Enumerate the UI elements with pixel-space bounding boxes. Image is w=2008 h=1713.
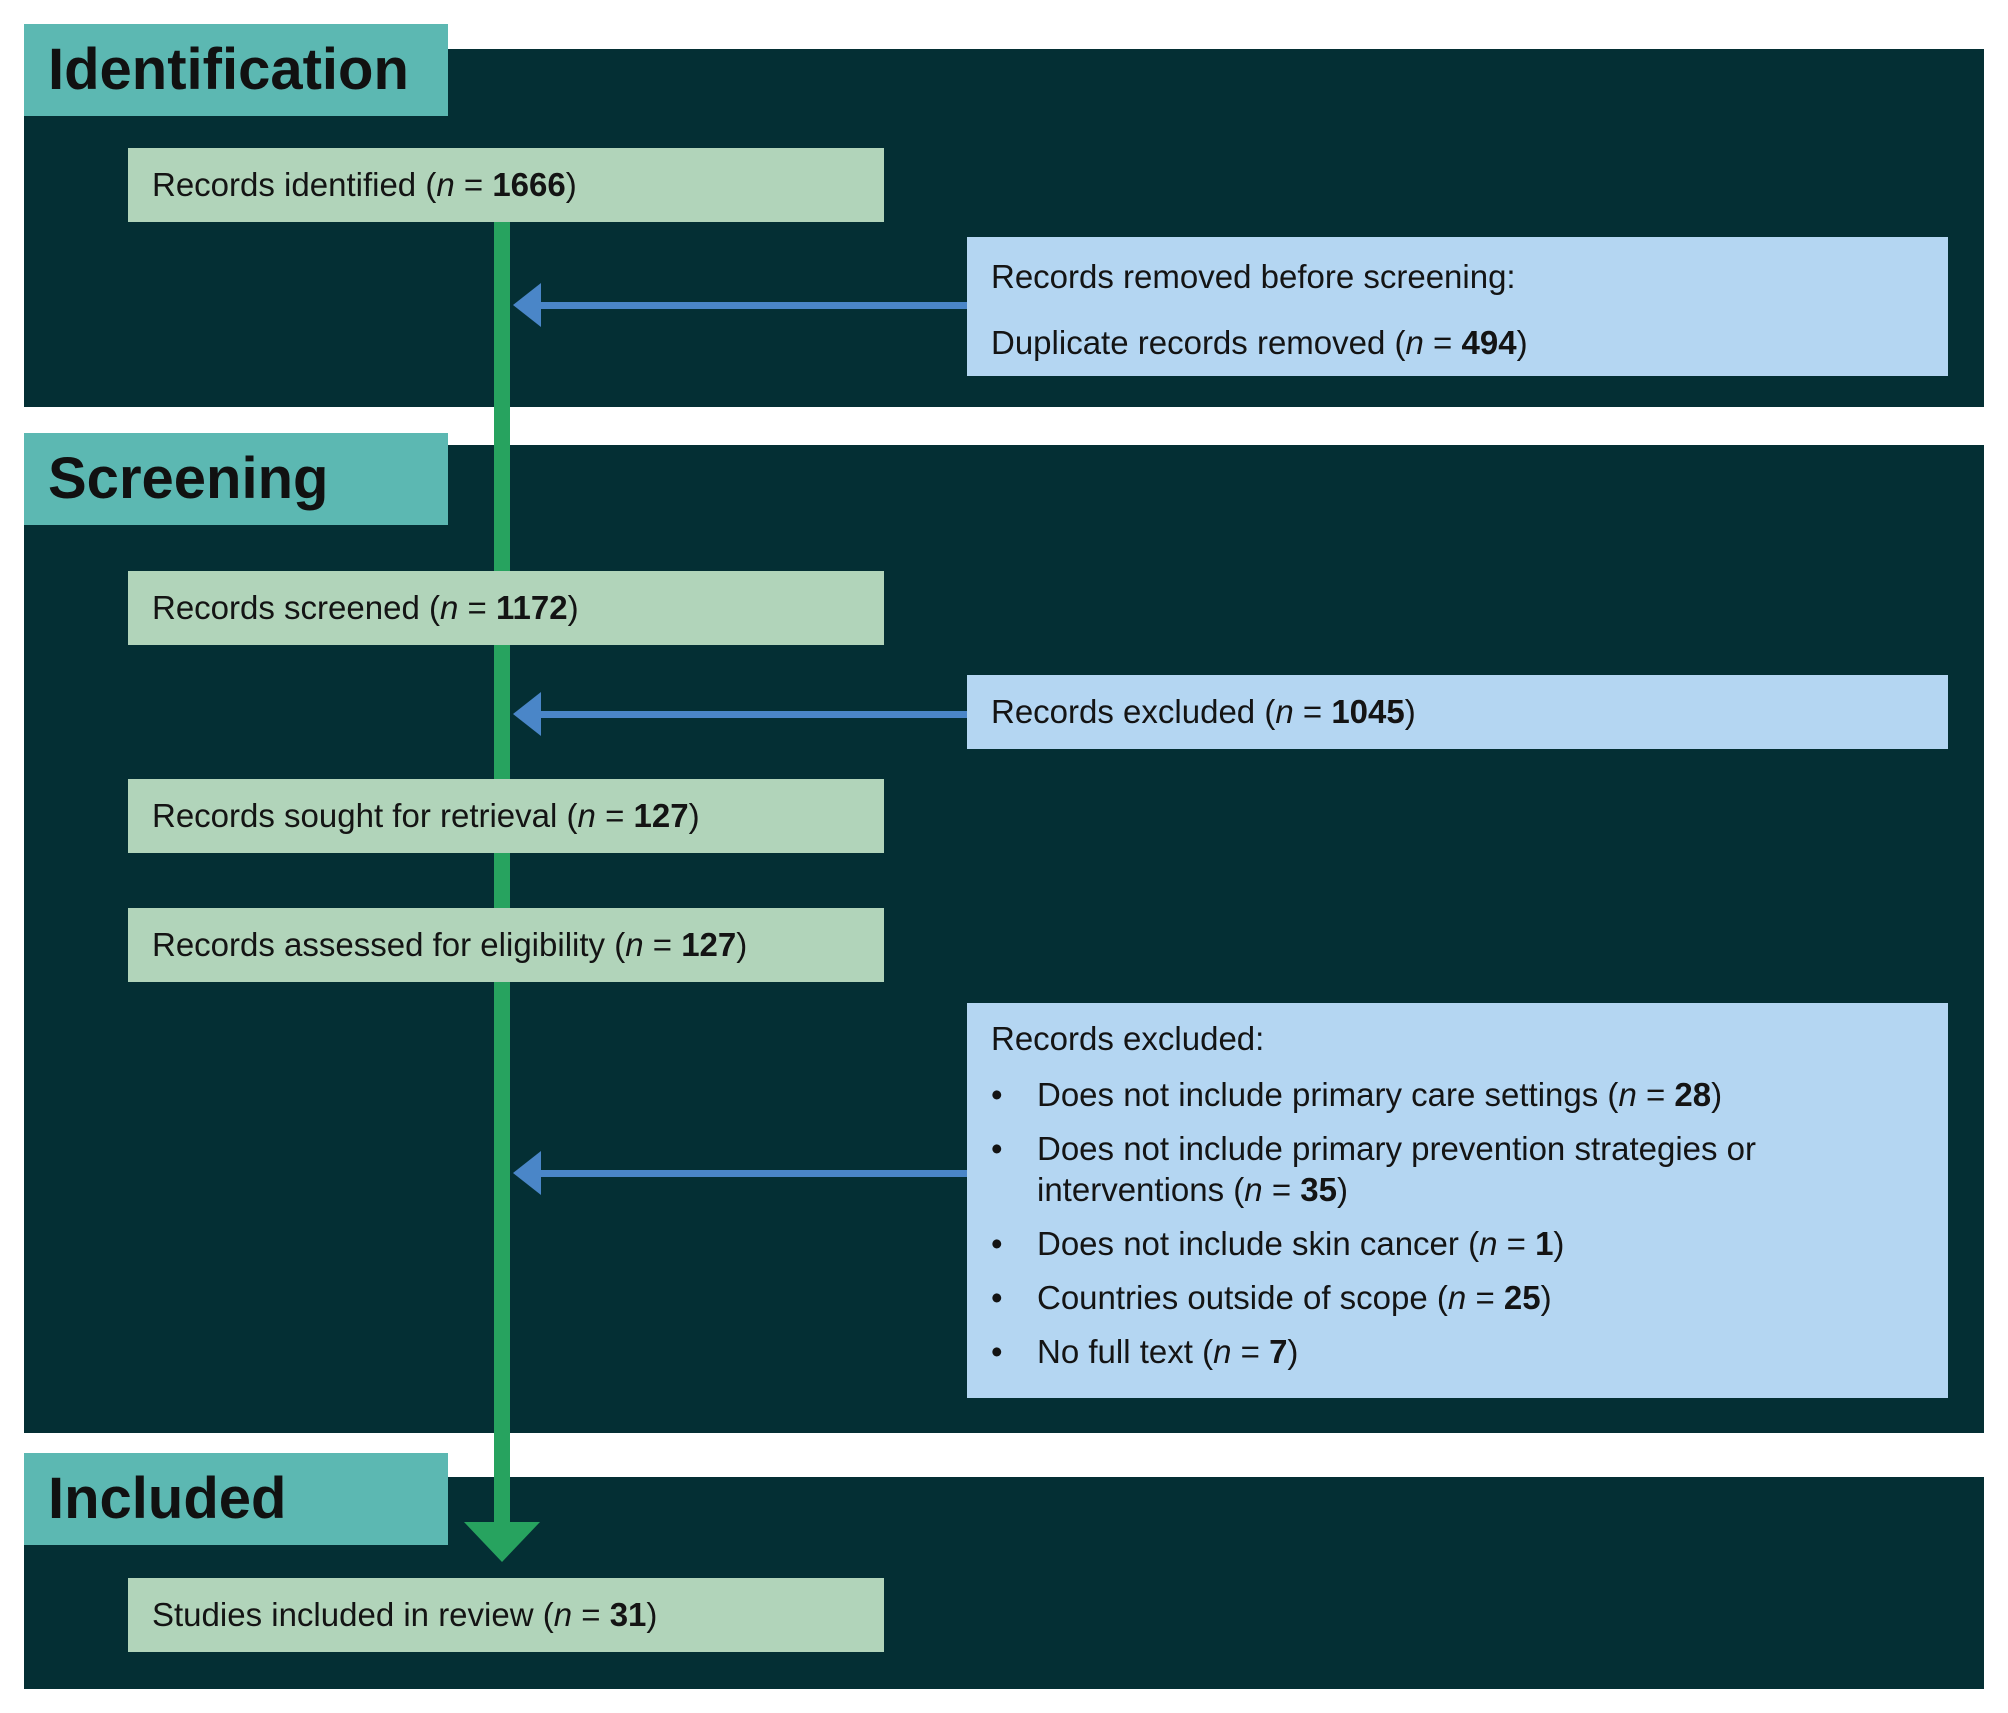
count-value: 1045 (1331, 693, 1405, 730)
records-removed-box: Records removed before screening: Duplic… (967, 237, 1948, 376)
count-value: 127 (681, 926, 737, 963)
n-symbol: n (1405, 324, 1424, 361)
box-label: Records identified (152, 166, 417, 203)
removed-arrow-shaft (535, 302, 967, 309)
list-item: • Countries outside of scope (n = 25) (991, 1279, 1552, 1316)
box-label: Records screened (152, 589, 420, 626)
duplicates-label: Duplicate records removed (991, 324, 1386, 361)
studies-included-box: Studies included in review (n = 31) (128, 1578, 884, 1652)
box-label: Records sought for retrieval (152, 797, 558, 834)
equals-sign: = (605, 797, 625, 834)
records-excluded-full-box: Records excluded: • Does not include pri… (967, 1003, 1948, 1398)
n-symbol: n (1618, 1076, 1637, 1113)
count-value: 1666 (492, 166, 566, 203)
records-screened-box: Records screened (n = 1172) (128, 571, 884, 645)
list-item: • No full text (n = 7) (991, 1333, 1299, 1370)
equals-sign: = (1302, 693, 1323, 730)
reason-label: Does not include skin cancer (1037, 1225, 1459, 1262)
n-symbol: n (1447, 1279, 1467, 1316)
excluded-screen-arrow-shaft (535, 711, 967, 718)
section-label-identification: Identification (24, 24, 448, 116)
box-label: Studies included in review (152, 1596, 534, 1633)
equals-sign: = (1271, 1171, 1292, 1208)
excluded-full-arrow-shaft (535, 1170, 967, 1177)
count-value: 127 (633, 797, 689, 834)
n-symbol: n (1275, 693, 1294, 730)
count-value: 28 (1674, 1076, 1712, 1113)
n-symbol: n (625, 926, 644, 963)
equals-sign: = (463, 166, 484, 203)
bullet-icon: • (991, 1279, 1003, 1316)
equals-sign: = (467, 589, 487, 626)
bullet-icon: • (991, 1225, 1003, 1262)
list-item: • Does not include skin cancer (n = 1) (991, 1225, 1565, 1262)
equals-sign: = (1433, 324, 1453, 361)
removed-arrow-head (513, 283, 541, 327)
removed-heading: Records removed before screening: (991, 258, 1516, 295)
main-flow-arrow-head (464, 1522, 540, 1562)
n-symbol: n (553, 1596, 573, 1633)
count-value: 1 (1535, 1225, 1554, 1262)
records-excluded-screen-box: Records excluded (n = 1045) (967, 675, 1948, 749)
main-flow-arrow-shaft (494, 215, 510, 1525)
n-symbol: n (577, 797, 596, 834)
count-value: 35 (1300, 1171, 1337, 1208)
duplicates-line: Duplicate records removed (n = 494) (991, 324, 1528, 361)
n-symbol: n (1244, 1171, 1263, 1208)
bullet-icon: • (991, 1130, 1003, 1167)
equals-sign: = (1645, 1076, 1666, 1113)
box-label: Records assessed for eligibility (152, 926, 606, 963)
equals-sign: = (581, 1596, 601, 1633)
count-value: 25 (1503, 1279, 1541, 1316)
count-value: 1172 (495, 589, 568, 626)
equals-sign: = (1475, 1279, 1495, 1316)
reason-label: No full text (1037, 1333, 1193, 1370)
excluded-full-heading: Records excluded: (991, 1020, 1265, 1057)
reason-label-line1: Does not include primary prevention stra… (1037, 1130, 1757, 1167)
n-symbol: n (436, 166, 455, 203)
equals-sign: = (1240, 1333, 1260, 1370)
records-sought-box: Records sought for retrieval (n = 127) (128, 779, 884, 853)
list-item: • Does not include primary care settings… (991, 1076, 1723, 1113)
count-value: 31 (609, 1596, 647, 1633)
n-symbol: n (439, 589, 459, 626)
count-value: 7 (1269, 1333, 1288, 1370)
bullet-icon: • (991, 1333, 1003, 1370)
n-symbol: n (1213, 1333, 1232, 1370)
reason-label: Countries outside of scope (1037, 1279, 1428, 1316)
records-identified-box: Records identified (n = 1666) (128, 148, 884, 222)
reason-label: Does not include primary care settings (1037, 1076, 1599, 1113)
excluded-full-arrow-head (513, 1151, 541, 1195)
n-symbol: n (1479, 1225, 1498, 1262)
records-assessed-box: Records assessed for eligibility (n = 12… (128, 908, 884, 982)
equals-sign: = (652, 926, 673, 963)
count-value: 494 (1461, 324, 1517, 361)
section-label-screening: Screening (24, 433, 448, 525)
reason-label: interventions (1037, 1171, 1225, 1208)
bullet-icon: • (991, 1076, 1003, 1113)
excluded-screen-arrow-head (513, 692, 541, 736)
exclusion-reasons-list: • Does not include primary care settings… (991, 1074, 1948, 1372)
list-item: • Does not include primary prevention st… (991, 1130, 1757, 1208)
section-label-included: Included (24, 1453, 448, 1545)
equals-sign: = (1506, 1225, 1526, 1262)
excluded-label: Records excluded (991, 693, 1256, 730)
